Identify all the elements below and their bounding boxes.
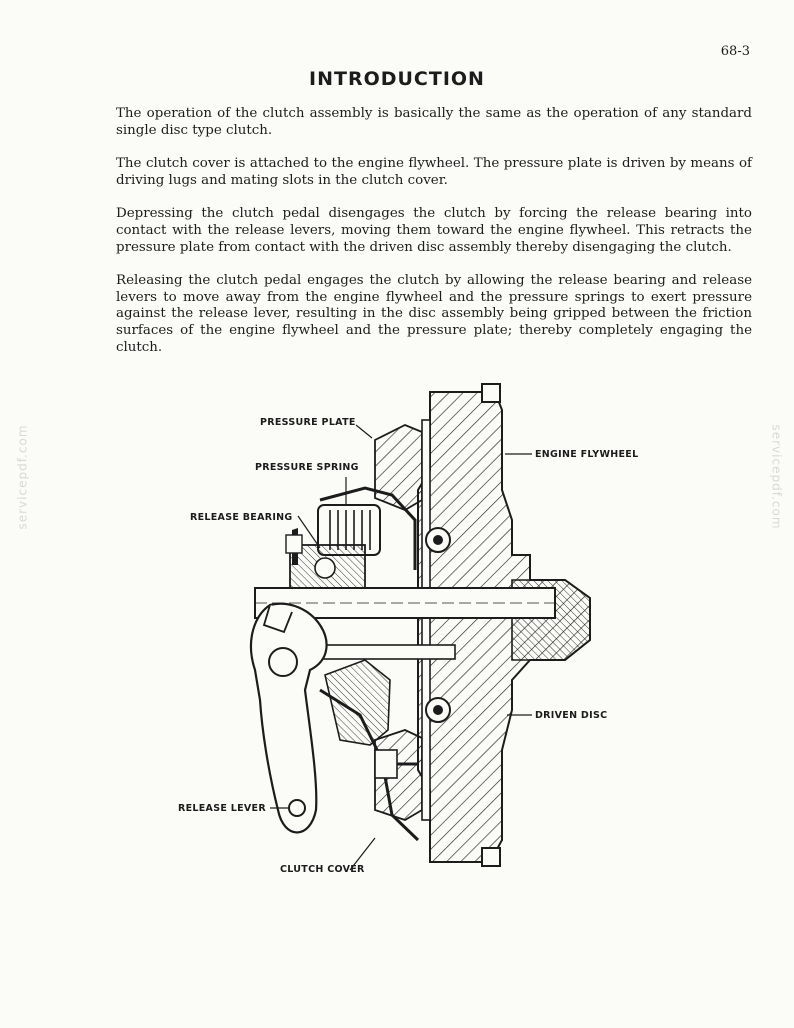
label-release-bearing: RELEASE BEARING bbox=[190, 512, 293, 523]
watermark-right: servicepdf.com bbox=[769, 424, 784, 530]
label-pressure-plate: PRESSURE PLATE bbox=[260, 417, 356, 428]
release-lever-internal-shape bbox=[324, 659, 391, 746]
watermark-left: servicepdf.com bbox=[15, 424, 30, 530]
pressure-spring-shape bbox=[317, 504, 381, 556]
release-bearing-shape bbox=[285, 528, 366, 591]
paragraph: Depressing the clutch pedal disengages t… bbox=[116, 206, 752, 255]
label-driven-disc: DRIVEN DISC bbox=[535, 710, 607, 721]
paragraph: The clutch cover is attached to the engi… bbox=[116, 156, 752, 188]
page-number: 68-3 bbox=[720, 44, 750, 59]
clutch-cross-section-diagram: PRESSURE PLATE ENGINE FLYWHEEL PRESSURE … bbox=[178, 383, 638, 875]
input-shaft-shape bbox=[254, 587, 556, 660]
label-release-lever: RELEASE LEVER bbox=[178, 803, 266, 814]
label-engine-flywheel: ENGINE FLYWHEEL bbox=[535, 449, 638, 460]
label-pressure-spring: PRESSURE SPRING bbox=[255, 462, 359, 473]
page-title: INTRODUCTION bbox=[309, 68, 485, 90]
paragraph: Releasing the clutch pedal engages the c… bbox=[116, 273, 752, 355]
driven-disc-shape bbox=[421, 419, 451, 821]
body-text: The operation of the clutch assembly is … bbox=[116, 106, 752, 373]
label-clutch-cover: CLUTCH COVER bbox=[280, 864, 365, 875]
paragraph: The operation of the clutch assembly is … bbox=[116, 106, 752, 138]
release-lever-shape bbox=[250, 602, 328, 834]
adjusting-bolt-shape bbox=[374, 749, 398, 779]
